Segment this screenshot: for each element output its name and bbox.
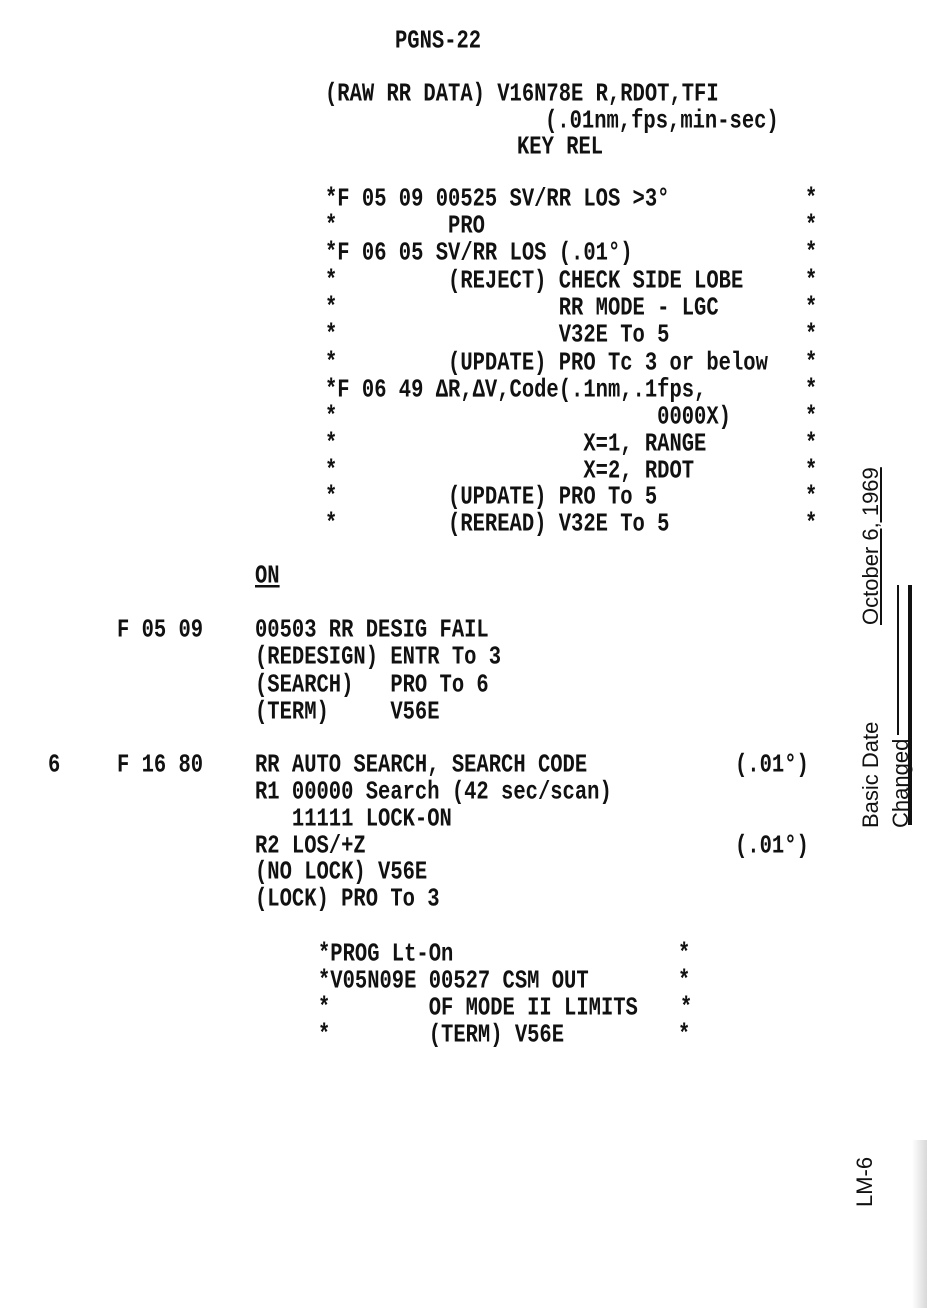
auto-search-row: (LOCK) PRO To 3 xyxy=(255,885,440,915)
changed-blank-line xyxy=(897,585,899,735)
scan-edge-shadow xyxy=(912,1140,927,1308)
prog-block-right-star: * xyxy=(680,994,693,1024)
raw-rr-data-line: (RAW RR DATA) V16N78E R,RDOT,TFI xyxy=(325,80,719,110)
auto-search-step: 6 xyxy=(48,751,61,781)
star-block-right-star: * xyxy=(805,185,818,215)
auto-search-unit-2: (.01°) xyxy=(735,832,809,862)
basic-date-value: October 6, 1969 xyxy=(858,467,883,625)
star-block-right-star: * xyxy=(805,483,818,513)
raw-rr-key-rel: KEY REL xyxy=(517,133,604,163)
prog-block-right-star: * xyxy=(678,967,691,997)
desig-fail-row: (REDESIGN) ENTR To 3 xyxy=(255,643,502,673)
change-bar xyxy=(908,585,912,825)
prog-block-row: * (TERM) V56E xyxy=(318,1021,565,1051)
star-block-row: * X=1, RANGE xyxy=(325,430,707,460)
star-block-row: *F 06 49 ΔR,ΔV,Code(.1nm,.1fps, xyxy=(325,376,707,406)
auto-search-row: (NO LOCK) V56E xyxy=(255,858,428,888)
on-label: ON xyxy=(255,562,280,592)
star-block-row: * PRO xyxy=(325,212,485,242)
prog-block-row: * OF MODE II LIMITS xyxy=(318,994,638,1024)
star-block-right-star: * xyxy=(805,510,818,540)
desig-fail-row: 00503 RR DESIG FAIL xyxy=(255,616,489,646)
desig-fail-row: (SEARCH) PRO To 6 xyxy=(255,671,489,701)
star-block-row: * (UPDATE) PRO Tc 3 or below xyxy=(325,349,768,379)
star-block-row: * RR MODE - LGC xyxy=(325,294,719,324)
star-block-row: * (REJECT) CHECK SIDE LOBE xyxy=(325,267,744,297)
prog-block-row: *PROG Lt-On xyxy=(318,940,454,970)
star-block-row: * V32E To 5 xyxy=(325,321,670,351)
star-block-row: * 0000X) xyxy=(325,403,731,433)
prog-block-right-star: * xyxy=(678,940,691,970)
auto-search-unit-1: (.01°) xyxy=(735,751,809,781)
desig-fail-code: F 05 09 xyxy=(117,616,204,646)
star-block-right-star: * xyxy=(805,212,818,242)
star-block-row: * (REREAD) V32E To 5 xyxy=(325,510,670,540)
desig-fail-row: (TERM) V56E xyxy=(255,698,440,728)
auto-search-row: R1 00000 Search (42 sec/scan) xyxy=(255,778,612,808)
star-block-right-star: * xyxy=(805,349,818,379)
page-header: PGNS-22 xyxy=(395,27,482,57)
star-block-right-star: * xyxy=(805,294,818,324)
star-block-right-star: * xyxy=(805,457,818,487)
star-block-right-star: * xyxy=(805,430,818,460)
star-block-right-star: * xyxy=(805,321,818,351)
star-block-right-star: * xyxy=(805,239,818,269)
star-block-row: * X=2, RDOT xyxy=(325,457,695,487)
star-block-right-star: * xyxy=(805,403,818,433)
auto-search-code: F 16 80 xyxy=(117,751,204,781)
auto-search-row: RR AUTO SEARCH, SEARCH CODE xyxy=(255,751,588,781)
prog-block-row: *V05N09E 00527 CSM OUT xyxy=(318,967,589,997)
star-block-row: *F 06 05 SV/RR LOS (.01°) xyxy=(325,239,633,269)
star-block-row: * (UPDATE) PRO To 5 xyxy=(325,483,658,513)
auto-search-row: R2 LOS/+Z xyxy=(255,832,366,862)
page-id: LM-6 xyxy=(852,1156,877,1207)
basic-date-label: Basic Date xyxy=(858,721,883,828)
star-block-row: *F 05 09 00525 SV/RR LOS >3° xyxy=(325,185,670,215)
prog-block-right-star: * xyxy=(678,1021,691,1051)
star-block-right-star: * xyxy=(805,267,818,297)
auto-search-row: 11111 LOCK-ON xyxy=(255,805,452,835)
star-block-right-star: * xyxy=(805,376,818,406)
raw-rr-units: (.01nm,fps,min-sec) xyxy=(545,107,779,137)
